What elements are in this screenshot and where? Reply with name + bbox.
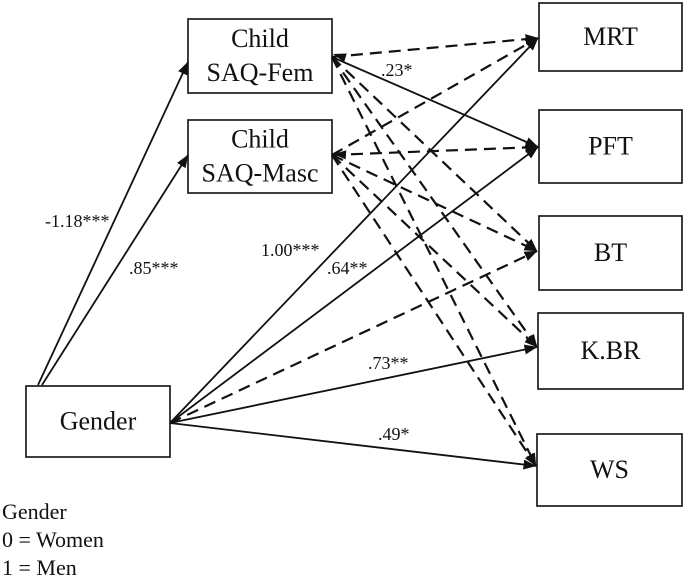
edge-saqmasc-to-ws <box>331 154 537 467</box>
edge-saqfem-to-ws <box>331 56 537 467</box>
arrowhead-into-saqfem <box>333 53 347 63</box>
kbr-box <box>537 312 684 390</box>
legend-code-men: 1 = Men <box>2 555 77 580</box>
gender-box <box>25 385 171 458</box>
edge-gender-to-mrt <box>169 37 539 424</box>
edge-saqfem-to-bt <box>331 56 538 252</box>
edge-gender-to-saqfem <box>37 61 189 386</box>
pft-label: PFT <box>588 132 633 161</box>
edge-gender-to-saqmasc <box>41 154 189 386</box>
edge-saqmasc-to-kbr <box>331 154 538 348</box>
coef-gender-kbr: .73** <box>368 353 409 373</box>
saq-masc-label: Child <box>231 125 289 154</box>
ws-box <box>536 433 683 507</box>
coef-gender-pft: .64** <box>327 258 368 278</box>
edge-gender-to-bt <box>169 250 538 424</box>
edge-gender-to-ws <box>169 422 537 470</box>
saq-fem-label: Child <box>231 24 289 53</box>
edge-saqfem-to-pft <box>331 56 539 148</box>
mrt-label: MRT <box>583 22 638 51</box>
edge-gender-to-kbr <box>169 344 538 424</box>
pft-box <box>538 109 683 184</box>
coef-saqfem-pft: .23* <box>381 60 413 80</box>
edge-saqmasc-to-mrt <box>331 37 539 156</box>
saq-fem-label: SAQ-Fem <box>207 58 314 87</box>
arrowhead-into-saqmasc <box>333 150 347 160</box>
ws-label: WS <box>590 455 629 484</box>
saq-masc-box <box>187 119 333 194</box>
kbr-label: K.BR <box>581 336 642 365</box>
legend-code-women: 0 = Women <box>2 527 104 552</box>
coef-gender-saqmasc: .85*** <box>129 258 179 278</box>
saq-fem-box <box>187 18 333 94</box>
edge-saqmasc-to-pft <box>331 142 539 157</box>
edge-saqfem-to-kbr <box>331 56 538 348</box>
edge-saqfem-to-mrt <box>331 34 539 59</box>
coef-gender-saqfem: -1.18*** <box>45 211 110 231</box>
bt-label: BT <box>594 238 627 267</box>
coef-gender-ws: .49* <box>378 424 410 444</box>
bt-box <box>538 215 683 291</box>
saq-masc-label: SAQ-Masc <box>202 159 319 188</box>
mrt-box <box>538 2 683 72</box>
legend-title: Gender <box>2 499 67 524</box>
gender-label: Gender <box>60 407 137 436</box>
coef-gender-mrt: 1.00*** <box>261 240 320 260</box>
